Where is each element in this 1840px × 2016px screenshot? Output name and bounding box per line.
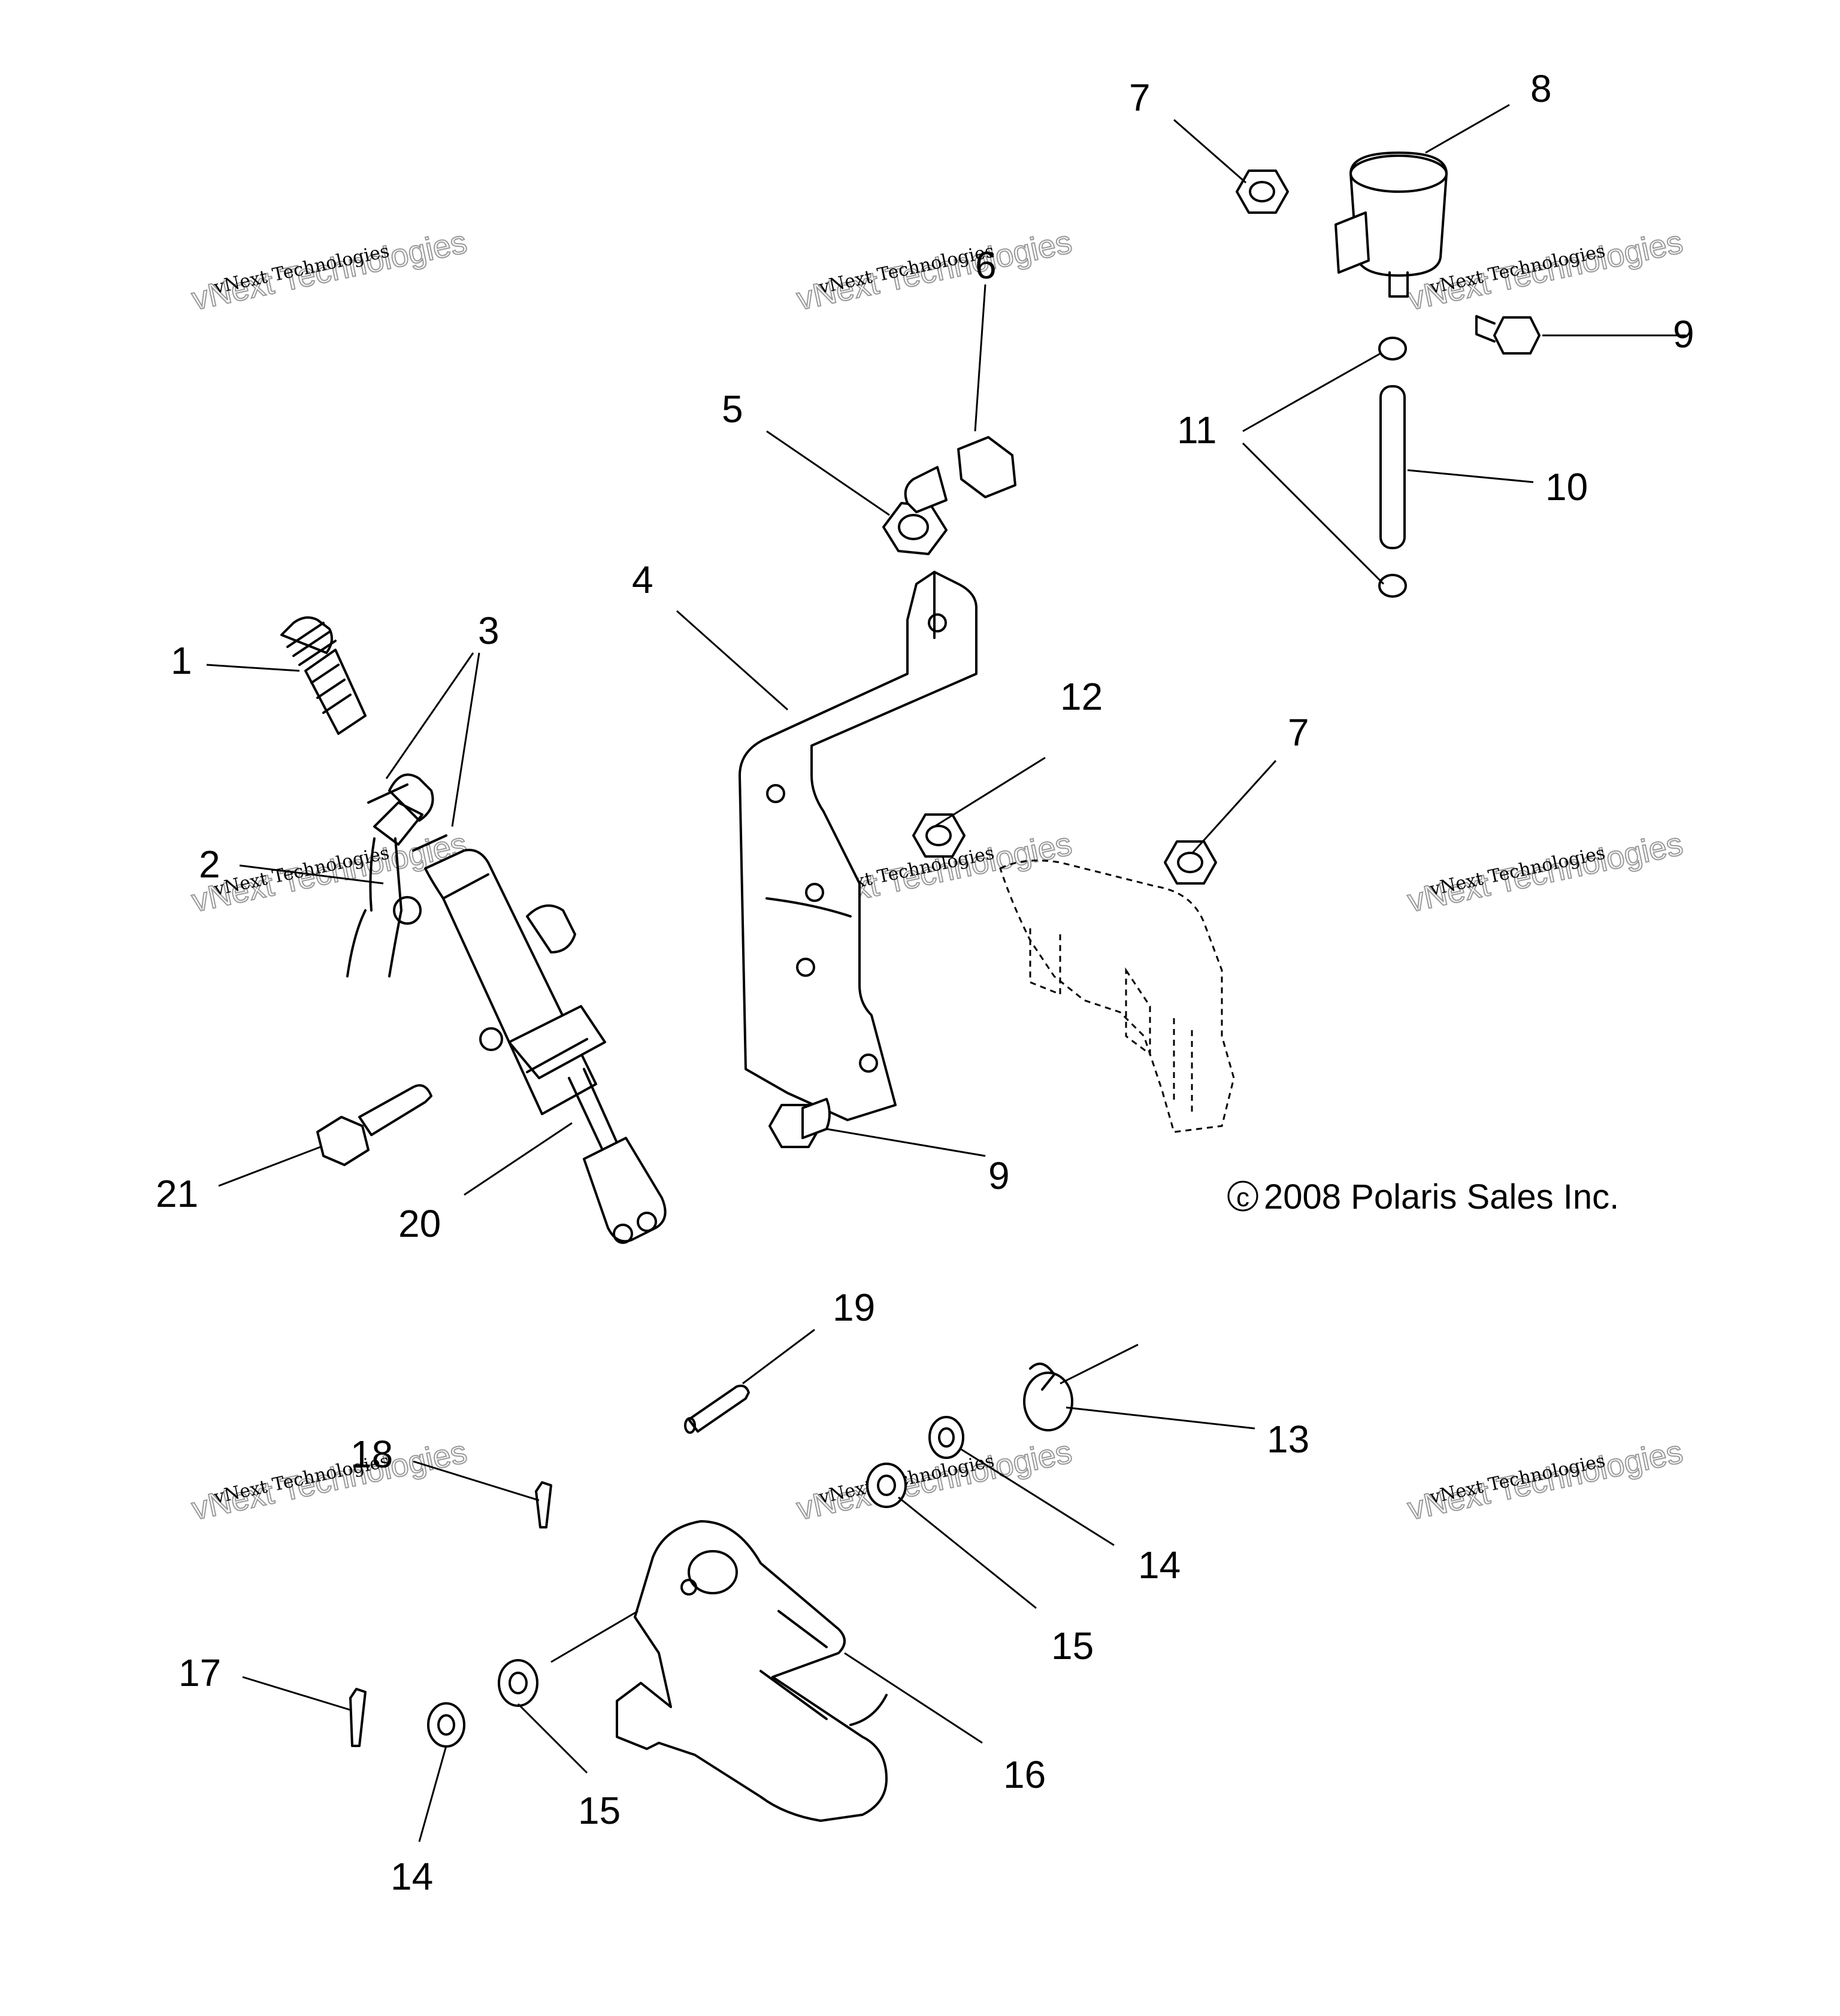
callout-21: 21 xyxy=(156,1172,198,1215)
callout-11: 11 xyxy=(1177,408,1216,452)
part-pin-19 xyxy=(684,1384,750,1434)
callout-14-top: 14 xyxy=(1138,1543,1181,1587)
callout-6: 6 xyxy=(975,244,997,287)
watermark: vNext Technologies vNext Technologies xyxy=(188,223,471,318)
callout-7-top: 7 xyxy=(1129,76,1151,119)
part-bolt-6 xyxy=(904,436,1016,513)
part-bolt-9-top xyxy=(1475,315,1541,355)
part-master-cylinder xyxy=(393,849,667,1244)
callout-9-top: 9 xyxy=(1673,313,1694,356)
part-cotter-pin-18 xyxy=(535,1481,552,1528)
watermark: vNext Technologies vNext Technologies xyxy=(1404,223,1687,318)
copyright-circle xyxy=(1227,1180,1258,1212)
callout-3: 3 xyxy=(478,609,500,652)
callout-18: 18 xyxy=(350,1433,393,1476)
callout-15-bottom: 15 xyxy=(578,1789,621,1832)
part-bracket xyxy=(739,571,978,1121)
callout-4: 4 xyxy=(632,558,653,601)
leader-lines xyxy=(206,104,1686,1842)
watermark: vNext Technologies vNext Technologies xyxy=(1404,1433,1687,1528)
ghost-caliper xyxy=(999,859,1235,1133)
part-nut-7-mid xyxy=(1164,840,1217,885)
callout-10: 10 xyxy=(1545,465,1588,508)
part-bolt-21 xyxy=(316,1084,432,1166)
part-washer-14-top xyxy=(928,1416,964,1459)
part-brake-pedal xyxy=(616,1520,888,1822)
callout-2: 2 xyxy=(199,843,220,886)
callout-12: 12 xyxy=(1060,675,1103,718)
watermark: vNext Technologies vNext Technologies xyxy=(188,1433,471,1528)
callout-9-mid: 9 xyxy=(988,1154,1010,1197)
copyright-notice: c 2008 Polaris Sales Inc. xyxy=(1227,1177,1619,1216)
callout-17: 17 xyxy=(178,1651,221,1694)
part-washer-14-bottom xyxy=(427,1702,465,1748)
callout-19: 19 xyxy=(833,1286,875,1329)
part-nut-12 xyxy=(912,813,966,858)
callout-7-mid: 7 xyxy=(1288,711,1309,754)
callout-14-bottom: 14 xyxy=(391,1855,433,1898)
callout-labels: 1 2 3 4 5 6 7 7 8 9 9 10 11 12 13 14 14 … xyxy=(156,67,1694,1898)
watermark: vNext Technologies vNext Technologies xyxy=(793,223,1076,318)
callout-13: 13 xyxy=(1267,1418,1309,1461)
part-bolt-9-mid xyxy=(768,1098,831,1148)
part-switch xyxy=(280,616,367,735)
part-clips xyxy=(367,783,447,852)
part-clamp-11-bottom xyxy=(1378,574,1407,598)
callout-1: 1 xyxy=(171,639,192,682)
callout-16: 16 xyxy=(1003,1753,1046,1796)
part-nut-7-top xyxy=(1236,169,1289,214)
part-hose xyxy=(1379,385,1406,549)
part-clamp-11-top xyxy=(1378,337,1407,361)
callout-5: 5 xyxy=(722,388,743,431)
watermark: vNext Technologies vNext Technologies xyxy=(1404,825,1687,920)
callout-8: 8 xyxy=(1530,67,1552,110)
copyright-symbol: c xyxy=(1236,1183,1249,1212)
callout-20: 20 xyxy=(398,1202,441,1245)
part-cotter-pin-17 xyxy=(349,1688,367,1747)
part-spring-clip xyxy=(1023,1363,1073,1431)
callout-15-top: 15 xyxy=(1051,1624,1094,1667)
part-reservoir xyxy=(1334,152,1448,298)
part-bushing-15-top xyxy=(866,1463,907,1508)
part-bushing-15-bottom xyxy=(498,1659,538,1707)
part-nut-5 xyxy=(882,502,948,555)
part-cable xyxy=(346,773,434,977)
copyright-text: 2008 Polaris Sales Inc. xyxy=(1264,1177,1619,1216)
